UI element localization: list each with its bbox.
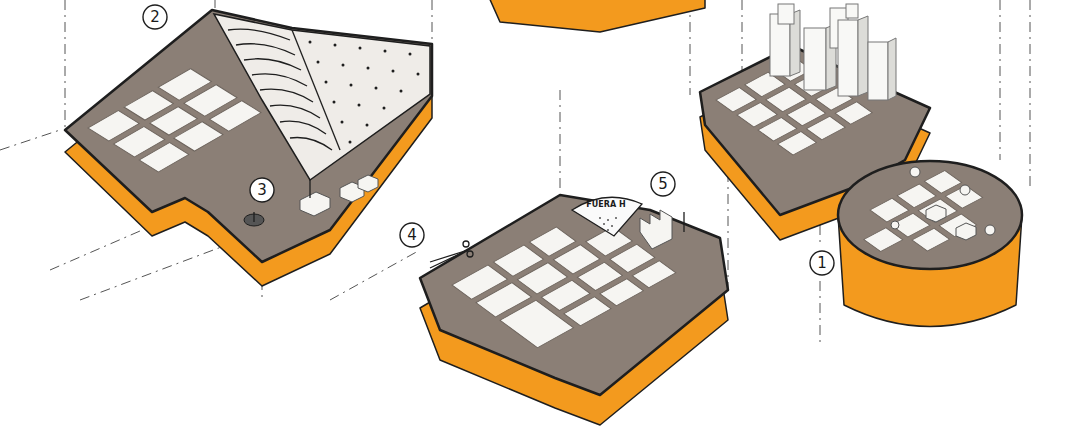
- block-piece-2: [65, 10, 432, 286]
- block-piece-1: [838, 161, 1022, 327]
- callout-circles: [143, 5, 834, 275]
- callout-number: 3: [257, 183, 267, 198]
- callout-number: 5: [658, 177, 668, 192]
- callout-number: 4: [407, 228, 417, 243]
- block-piece-4-5: [420, 195, 728, 425]
- guide-lines: [0, 0, 1030, 345]
- callout-number: 1: [817, 256, 827, 271]
- block-piece-towers: [700, 4, 930, 240]
- callout-number: 2: [150, 10, 160, 25]
- sign-text: FUERA H: [586, 201, 625, 209]
